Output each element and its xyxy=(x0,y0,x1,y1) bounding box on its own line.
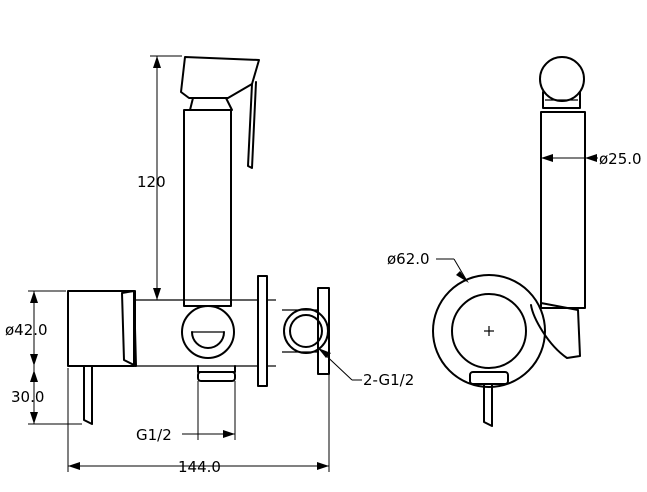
leader-outlets: 2-G1/2 xyxy=(317,347,414,389)
dim-lever-length: 30.0 xyxy=(11,366,82,425)
dim-hose-diameter-label: ø25.0 xyxy=(599,150,642,168)
front-spray-head xyxy=(539,56,585,109)
dim-escutcheon-label: ø62.0 xyxy=(387,250,430,268)
front-holder-arm xyxy=(530,302,581,359)
dim-width-label: 144.0 xyxy=(178,458,221,476)
dim-body-diameter-label: ø42.0 xyxy=(5,321,48,339)
front-lever xyxy=(469,371,509,427)
front-tube xyxy=(540,111,586,309)
dim-escutcheon-diameter: ø62.0 xyxy=(387,250,469,283)
dim-inlet-thread: G1/2 xyxy=(136,381,236,444)
mixer-body xyxy=(67,275,276,387)
dim-height-120: 120 xyxy=(137,55,182,300)
handheld-tube xyxy=(183,109,232,307)
dim-hose-diameter: ø25.0 xyxy=(541,150,642,168)
dim-inlet-label: G1/2 xyxy=(136,426,172,444)
front-escutcheon xyxy=(432,274,546,388)
lever-handle xyxy=(83,365,93,425)
dim-height-label: 120 xyxy=(137,173,166,191)
outlet-flange xyxy=(282,287,330,375)
dim-outlets-label: 2-G1/2 xyxy=(363,371,414,389)
dim-width-144: 144.0 xyxy=(67,368,330,476)
dim-body-diameter: ø42.0 xyxy=(5,290,66,366)
front-view: ø25.0 ø62.0 xyxy=(387,56,642,427)
spray-head xyxy=(180,56,260,169)
side-view: 120 ø42.0 30.0 G1/2 xyxy=(5,55,414,476)
dim-lever-label: 30.0 xyxy=(11,388,44,406)
